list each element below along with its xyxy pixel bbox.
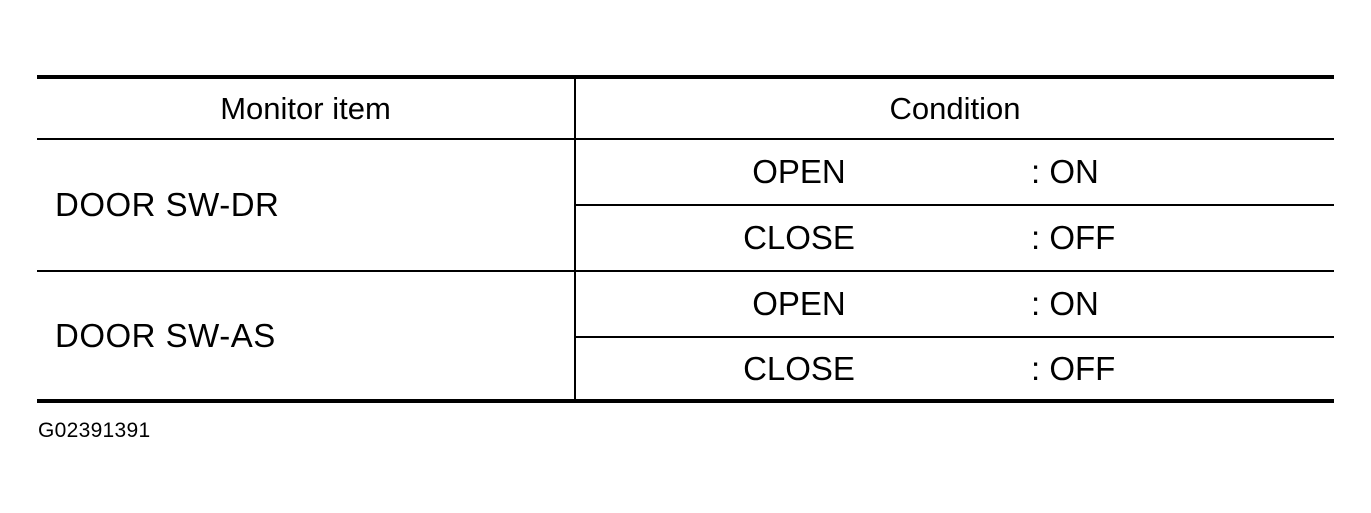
- condition-cell: CLOSE : OFF: [575, 337, 1334, 403]
- monitor-table: Monitor item Condition DOOR SW-DR OPEN :…: [37, 75, 1334, 403]
- condition-value: : ON: [1031, 153, 1099, 190]
- monitor-table-container: Monitor item Condition DOOR SW-DR OPEN :…: [37, 75, 1334, 403]
- table-row: DOOR SW-DR OPEN : ON: [37, 139, 1334, 272]
- table-row: CLOSE : OFF: [37, 205, 1334, 272]
- header-row: Monitor item Condition: [37, 75, 1334, 140]
- table-row: DOOR SW-AS OPEN : ON: [37, 271, 1334, 403]
- header-condition: Condition: [575, 75, 1334, 140]
- condition-state: CLOSE: [743, 349, 855, 387]
- condition-cell: CLOSE : OFF: [575, 205, 1334, 272]
- header-monitor-item: Monitor item: [37, 75, 576, 140]
- table-row: CLOSE : OFF: [37, 337, 1334, 403]
- condition-cell: OPEN : ON: [575, 139, 1334, 206]
- condition-state: CLOSE: [743, 219, 855, 256]
- condition-state: OPEN: [752, 153, 846, 190]
- condition-value: : OFF: [1031, 349, 1116, 387]
- condition-cell: OPEN : ON: [575, 271, 1334, 338]
- condition-value: : OFF: [1031, 219, 1116, 256]
- monitor-item-cell: DOOR SW-DR: [37, 139, 576, 272]
- monitor-item-cell: DOOR SW-AS: [37, 271, 576, 403]
- condition-state: OPEN: [752, 285, 846, 322]
- condition-value: : ON: [1031, 285, 1099, 322]
- figure-id: G02391391: [38, 419, 151, 442]
